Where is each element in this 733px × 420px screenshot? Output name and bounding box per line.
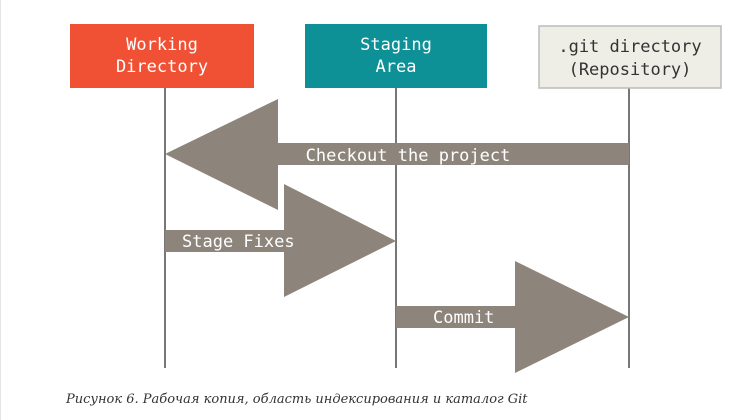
stage-fixes-arrow-label: Stage Fixes	[182, 232, 295, 252]
repository-box: .git directory (Repository)	[538, 25, 722, 89]
working-directory-label-line2: Directory	[116, 57, 208, 77]
repository-label-line2: (Repository)	[569, 60, 692, 80]
repository-label-line1: .git directory	[558, 37, 701, 57]
checkout-arrow	[165, 99, 629, 210]
staging-area-box: Staging Area	[305, 24, 487, 88]
page-left-border	[0, 0, 1, 420]
commit-arrow	[396, 261, 629, 373]
git-areas-diagram: Working Directory Staging Area .git dire…	[70, 24, 722, 373]
commit-arrow-label: Commit	[433, 308, 494, 328]
staging-area-label-line1: Staging	[360, 35, 432, 55]
stage-fixes-arrow	[165, 184, 396, 297]
working-directory-label-line1: Working	[126, 35, 198, 55]
figure-caption: Рисунок 6. Рабочая копия, область индекс…	[66, 392, 528, 407]
checkout-arrow-label: Checkout the project	[306, 146, 511, 166]
staging-area-label-line2: Area	[376, 57, 417, 77]
working-directory-box: Working Directory	[70, 24, 254, 88]
